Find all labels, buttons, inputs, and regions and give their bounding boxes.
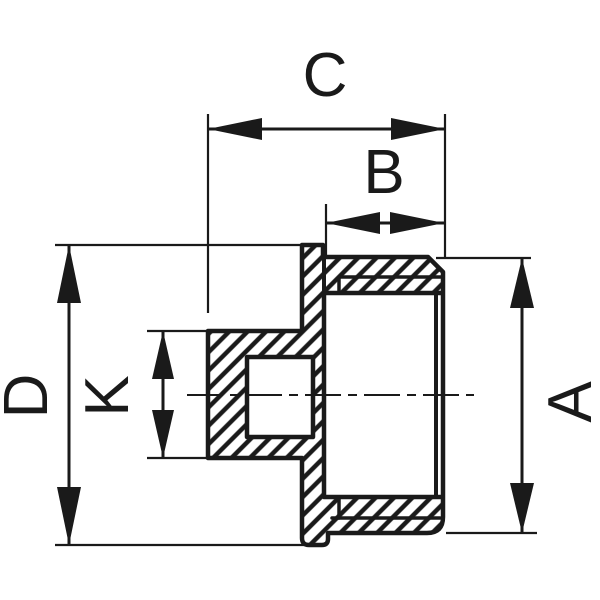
dimension-d: D [0,243,318,547]
arrowhead-c-left [208,118,262,140]
arrowhead-k-top [152,331,174,379]
dimension-label-a: A [536,381,600,423]
arrowhead-d-top [57,245,81,303]
dimension-label-k: K [73,375,142,416]
dimension-b: B [324,138,444,256]
arrowhead-b-left [326,212,380,234]
arrowhead-k-bottom [152,410,174,458]
dimension-a: A [436,256,600,535]
arrowhead-a-top [510,258,534,308]
dimension-k: K [73,329,207,460]
arrowhead-a-bottom [510,483,534,533]
fitting-body-section [205,242,446,548]
dimension-label-d: D [0,374,61,419]
arrowhead-c-right [391,118,445,140]
arrowhead-d-bottom [57,487,81,545]
dimension-label-c: C [303,41,348,110]
dimension-label-b: B [363,138,404,207]
arrowhead-b-right [390,212,444,234]
dimension-c: C [206,41,447,313]
